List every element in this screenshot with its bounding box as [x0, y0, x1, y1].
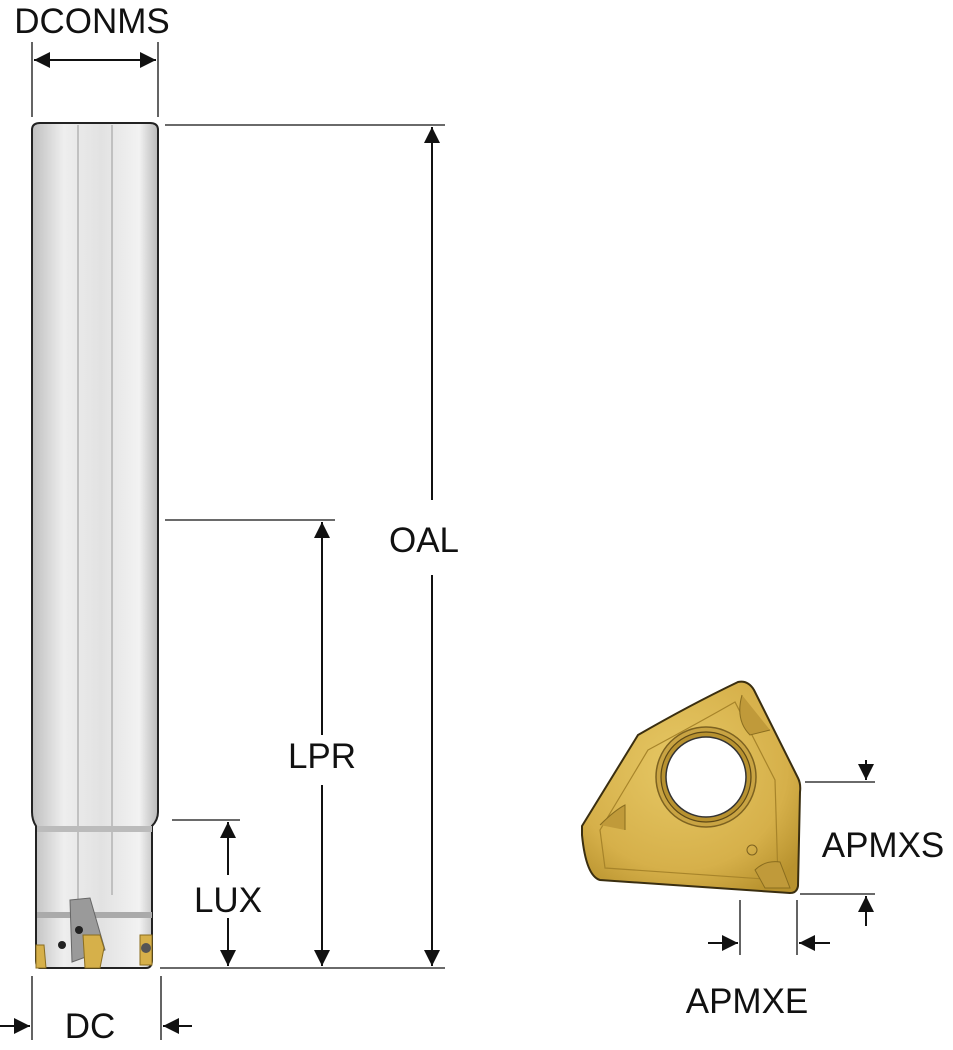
- lux-dimension: LUX: [172, 819, 262, 966]
- end-mill: [31, 122, 159, 969]
- apmxs-label: APMXS: [822, 826, 945, 865]
- cutting-insert: [82, 934, 105, 969]
- lux-label: LUX: [194, 881, 262, 920]
- oal-dimension: OAL: [160, 124, 459, 969]
- dc-label: DC: [65, 1007, 116, 1046]
- oal-label: OAL: [389, 521, 459, 560]
- screw: [58, 941, 66, 949]
- dc-dimension: DC: [0, 976, 192, 1046]
- insert: [581, 680, 802, 895]
- apmxs-dimension: APMXS: [800, 760, 944, 926]
- cutting-insert: [35, 944, 47, 969]
- shank: [31, 122, 159, 969]
- dconms-dimension: DCONMS: [14, 2, 170, 117]
- lpr-label: LPR: [288, 737, 356, 776]
- dconms-label: DCONMS: [14, 2, 170, 41]
- apmxe-dimension: APMXE: [686, 900, 830, 1021]
- insert-hole: [665, 736, 747, 818]
- screw: [141, 943, 151, 953]
- lpr-dimension: LPR: [165, 519, 356, 966]
- apmxe-label: APMXE: [686, 982, 809, 1021]
- screw: [75, 926, 83, 934]
